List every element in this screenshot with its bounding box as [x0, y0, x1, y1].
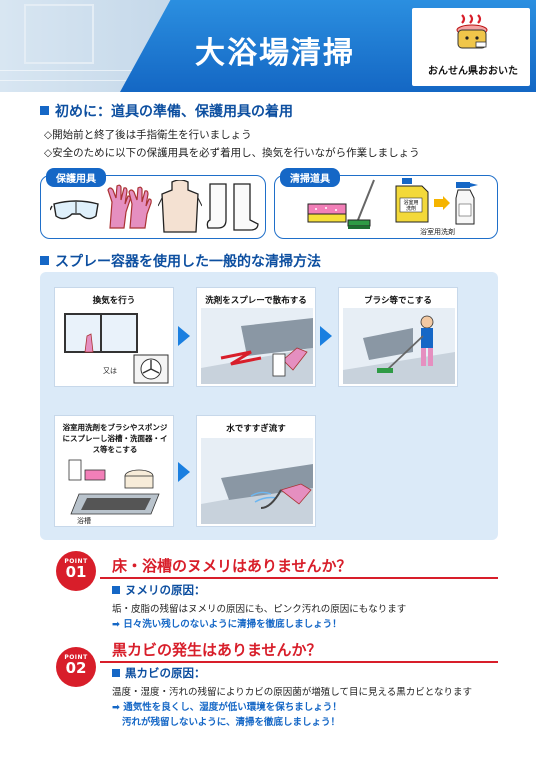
window-icon [64, 313, 138, 353]
onsen-mascot-icon [456, 14, 488, 49]
protective-equipment-tag: 保護用具 [46, 168, 106, 187]
point-01-tip: ➡ 日々洗い残しのないように清掃を徹底しましょう！ [112, 619, 342, 630]
heading-square-icon [40, 256, 49, 265]
gloves-icon [107, 184, 152, 229]
spray-bottle-icon [455, 182, 478, 225]
cleaning-tools-caption: 浴室用洗剤 [420, 228, 455, 236]
cause-heading-text: ヌメリの原因： [125, 583, 206, 597]
step-arrow-icon [178, 462, 190, 482]
svg-text:浴室用: 浴室用 [403, 199, 418, 206]
step-title: ブラシ等でこする [364, 296, 432, 306]
tub-cleaning-illustration [68, 459, 160, 515]
window-decoration [24, 4, 94, 64]
point-02-tip-2: 汚れが残留しないように、清掃を徹底しましょう！ [122, 717, 341, 728]
goggles-icon [50, 200, 99, 220]
point-badge-02: POINT 02 [56, 647, 96, 687]
ventilation-fan-icon [133, 354, 169, 384]
step-or-label: 又は [103, 367, 117, 375]
arrow-right-icon [434, 196, 450, 210]
intro-line-2: ◇安全のために以下の保護用具を必ず着用し、換気を行いながら作業しましょう [44, 147, 420, 159]
cause-heading-text: 黒カビの原因： [125, 666, 206, 680]
tile-line [0, 80, 160, 81]
step-title: 換気を行う [92, 296, 136, 306]
intro-line-1: ◇開始前と終了後は手指衛生を行いましょう [44, 129, 252, 141]
logo-text: おんせん県おおいた [428, 66, 518, 77]
sponge-icon [307, 203, 347, 223]
point-02-body: 温度・湿度・汚れの残留によりカビの原因菌が増殖して目に見える黒カビとなります [112, 687, 472, 698]
heading-square-icon [112, 669, 120, 677]
point-label: POINT [64, 654, 88, 661]
spray-heading: スプレー容器を使用した一般的な清掃方法 [40, 251, 321, 271]
page-header: 大浴場清掃 おんせん県おおいた [0, 0, 536, 92]
point-02-title: 黒カビの発生はありませんか？ [112, 641, 322, 659]
cleaning-tools-tag: 清掃道具 [280, 168, 340, 187]
person-scrubbing-illustration [343, 308, 455, 384]
point-01-body: 垢・皮脂の残留はヌメリの原因にも、ピンク汚れの原因にもなります [112, 604, 407, 615]
point-01-rule [100, 577, 498, 579]
intro-heading: 初めに：道具の準備、保護用具の着用 [40, 101, 293, 121]
step-arrow-icon [320, 326, 332, 346]
point-label: POINT [64, 558, 88, 565]
spray-heading-text: スプレー容器を使用した一般的な清掃方法 [55, 254, 321, 270]
apron-icon [158, 180, 202, 233]
tile-line [0, 70, 160, 71]
floor-brush-icon [347, 179, 375, 229]
intro-heading-text: 初めに：道具の準備、保護用具の着用 [55, 104, 293, 120]
point-badge-01: POINT 01 [56, 551, 96, 591]
point-02-rule [100, 661, 498, 663]
point-02-cause-heading: 黒カビの原因： [112, 665, 206, 681]
step-arrow-icon [178, 326, 190, 346]
point-number: 01 [65, 563, 87, 581]
page-title: 大浴場清掃 [195, 36, 355, 71]
point-number: 02 [65, 659, 87, 677]
step-spray-detergent: 洗剤をスプレーで散布する [196, 287, 316, 387]
boots-icon [206, 183, 259, 231]
svg-text:洗剤: 洗剤 [406, 205, 416, 212]
step-scrub-tub: 浴室用洗剤をブラシやスポンジにスプレーし浴槽・洗面器・イス等をこする 浴槽 [54, 415, 174, 527]
step-title: 水ですすぎ流す [226, 424, 286, 434]
rinse-illustration [201, 438, 313, 524]
step-tub-label: 浴槽 [77, 517, 91, 525]
step-title: 洗剤をスプレーで散布する [205, 296, 307, 306]
detergent-bottle-icon: 浴室用 洗剤 [395, 178, 429, 223]
step-rinse: 水ですすぎ流す [196, 415, 316, 527]
heading-square-icon [40, 106, 49, 115]
step-scrub: ブラシ等でこする [338, 287, 458, 387]
spray-floor-illustration [201, 308, 313, 384]
point-01-title: 床・浴槽のヌメリはありませんか？ [112, 557, 352, 575]
point-01-cause-heading: ヌメリの原因： [112, 582, 206, 598]
point-02-tip-1: ➡ 通気性を良くし、湿度が低い環境を保ちましょう！ [112, 702, 342, 713]
step-ventilate: 換気を行う 又は [54, 287, 174, 387]
step-title: 浴室用洗剤をブラシやスポンジにスプレーし浴槽・洗面器・イス等をこする [62, 423, 168, 454]
heading-square-icon [112, 586, 120, 594]
